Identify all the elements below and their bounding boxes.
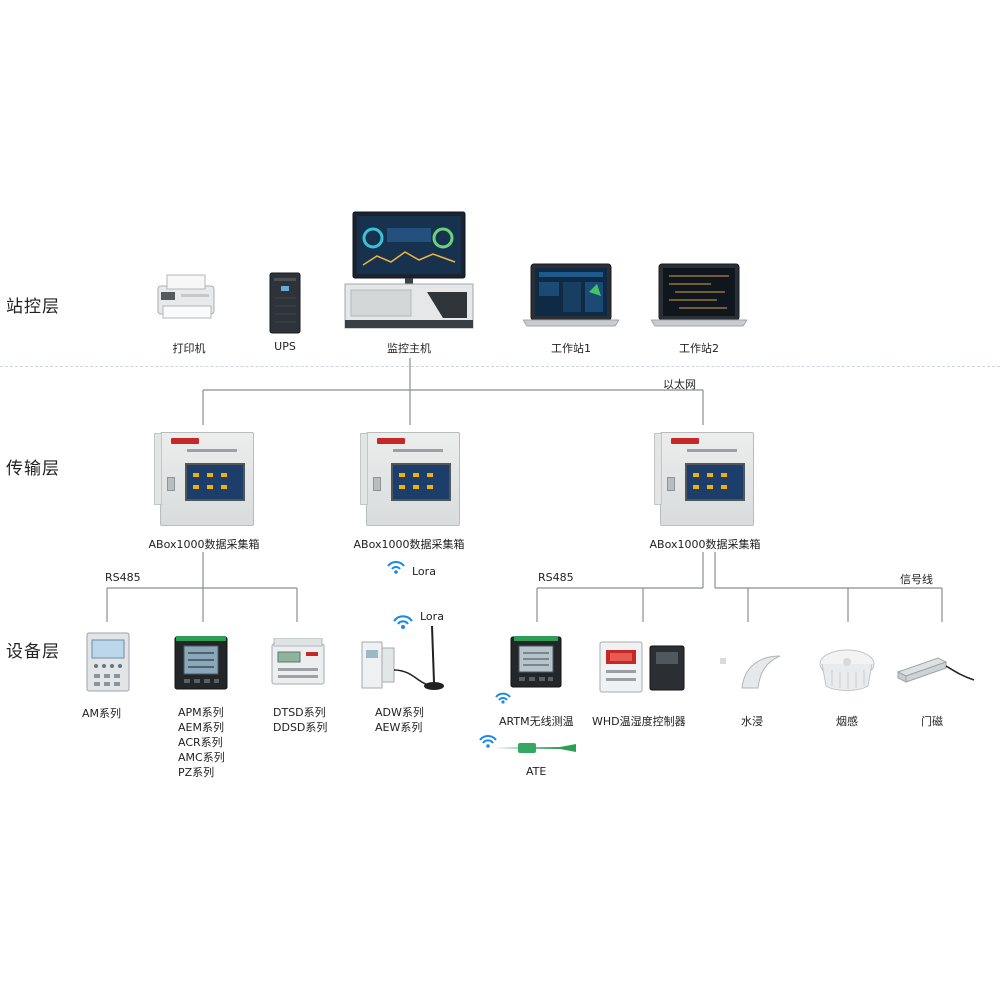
dtsd-series-list: DTSD系列 DDSD系列	[273, 705, 327, 735]
workstation-2-laptop-icon	[650, 262, 748, 328]
wifi-icon	[494, 688, 512, 704]
ethernet-label: 以太网	[663, 378, 696, 391]
adw-line-1: ADW系列	[375, 706, 424, 719]
wifi-icon	[478, 730, 498, 748]
abox-1-label: ABox1000数据采集箱	[148, 538, 260, 551]
apm-series-list: APM系列 AEM系列 ACR系列 AMC系列 PZ系列	[178, 705, 225, 780]
apm-line-4: AMC系列	[178, 751, 225, 764]
ups-label: UPS	[274, 340, 296, 353]
layer-divider	[0, 366, 1000, 367]
host-label: 监控主机	[387, 342, 431, 355]
apm-line-2: AEM系列	[178, 721, 224, 734]
artm-meter-icon	[510, 636, 562, 688]
whd-label: WHD温湿度控制器	[592, 715, 686, 728]
workstation-1-label: 工作站1	[551, 342, 591, 355]
lora-label: Lora	[412, 565, 436, 578]
water-sensor-icon	[718, 642, 788, 692]
dtsd-line-1: DTSD系列	[273, 706, 326, 719]
abox-cabinet-1	[154, 432, 254, 526]
ate-label: ATE	[526, 765, 547, 778]
apm-meter-icon	[174, 636, 228, 690]
am-label: AM系列	[82, 707, 122, 720]
whd-controller-icon	[598, 638, 686, 694]
apm-line-1: APM系列	[178, 706, 224, 719]
wifi-icon	[386, 556, 406, 574]
ate-sensor-icon	[490, 738, 580, 758]
apm-line-3: ACR系列	[178, 736, 223, 749]
dtsd-line-2: DDSD系列	[273, 721, 328, 734]
am-relay-icon	[86, 632, 130, 692]
wifi-icon	[392, 610, 414, 630]
adw-meter-antenna-icon	[356, 624, 468, 694]
dtsd-rail-meter-icon	[270, 637, 326, 686]
door-magnet-icon	[894, 650, 976, 690]
smoke-detector-icon	[818, 646, 876, 694]
water-label: 水浸	[741, 715, 763, 728]
host-monitor-icon	[343, 210, 475, 330]
artm-label: ARTM无线测温	[499, 715, 574, 728]
adw-lora-label: Lora	[420, 610, 444, 623]
rs485-left-label: RS485	[105, 571, 141, 584]
abox-3-label: ABox1000数据采集箱	[649, 538, 761, 551]
rs485-right-label: RS485	[538, 571, 574, 584]
smoke-label: 烟感	[836, 715, 858, 728]
ups-icon	[268, 272, 302, 334]
abox-2-label: ABox1000数据采集箱	[353, 538, 465, 551]
workstation-1-laptop-icon	[522, 262, 620, 328]
abox-cabinet-2	[360, 432, 460, 526]
door-label: 门磁	[921, 715, 943, 728]
adw-line-2: AEW系列	[375, 721, 423, 734]
workstation-2-label: 工作站2	[679, 342, 719, 355]
layer-label-transport: 传输层	[6, 459, 60, 479]
layer-label-station: 站控层	[6, 297, 60, 317]
layer-label-device: 设备层	[6, 642, 60, 662]
apm-line-5: PZ系列	[178, 766, 215, 779]
printer-label: 打印机	[172, 342, 206, 355]
abox-cabinet-3	[654, 432, 754, 526]
adw-series-list: ADW系列 AEW系列	[375, 705, 424, 735]
printer-icon	[153, 272, 223, 324]
signal-line-label: 信号线	[900, 573, 933, 586]
